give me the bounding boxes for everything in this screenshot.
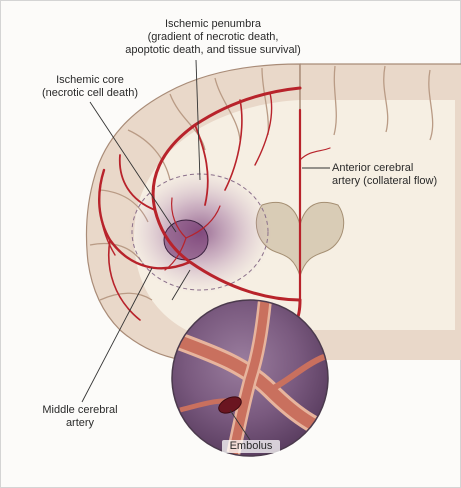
- middle-cerebral-artery-label: Middle cerebral artery: [30, 404, 130, 430]
- ischemic-core-label: Ischemic core (necrotic cell death): [30, 74, 150, 100]
- ischemic-penumbra-label: Ischemic penumbra (gradient of necrotic …: [118, 18, 308, 57]
- embolus-label: Embolus: [222, 440, 280, 453]
- ischemic-core-region: [164, 220, 208, 260]
- anterior-cerebral-artery-label: Anterior cerebral artery (collateral flo…: [332, 162, 450, 188]
